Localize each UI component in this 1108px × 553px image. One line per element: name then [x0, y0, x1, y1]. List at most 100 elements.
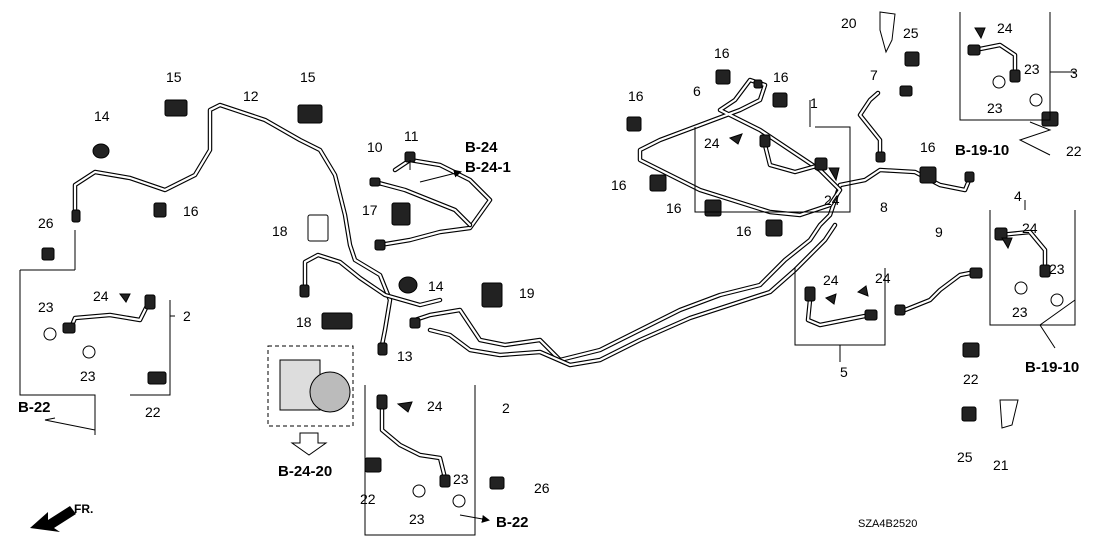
block-17 [391, 202, 411, 226]
callout-24c: 24 [824, 192, 840, 208]
callout-18a: 18 [272, 223, 288, 239]
callout-21: 21 [993, 457, 1009, 473]
ref-b22-bottom: B-22 [496, 514, 529, 531]
clip-24h [396, 401, 413, 413]
callout-10: 10 [367, 139, 383, 155]
washer-23d [1029, 93, 1043, 107]
callout-23e: 23 [1012, 304, 1028, 320]
grommet-14b [398, 276, 418, 294]
callout-15a: 15 [166, 69, 182, 85]
callout-24f: 24 [823, 272, 839, 288]
clip-24a [119, 293, 131, 303]
callout-17: 17 [362, 202, 378, 218]
callout-22a: 22 [145, 404, 161, 420]
callout-25a: 25 [903, 25, 919, 41]
clip-16a [153, 202, 167, 218]
callout-14b: 14 [428, 278, 444, 294]
washer-23f [1050, 293, 1064, 307]
clamp-15a [164, 99, 188, 117]
ref-b24: B-24 [465, 139, 498, 156]
washer-23b [82, 345, 96, 359]
callout-26a: 26 [38, 215, 54, 231]
clip-16g [765, 219, 783, 237]
callout-1: 1 [810, 95, 818, 111]
clip-24d [974, 27, 986, 40]
bolt-25b [961, 406, 977, 422]
callout-16a: 16 [183, 203, 199, 219]
callout-23f: 23 [1049, 261, 1065, 277]
clip-24c [828, 167, 840, 182]
block-18a [307, 214, 329, 242]
washer-23c [992, 75, 1006, 89]
bolt-26b [489, 476, 505, 490]
clamps-and-hardware [41, 11, 1064, 508]
callout-16b: 16 [628, 88, 644, 104]
block-18b [321, 312, 353, 330]
callout-22d: 22 [360, 491, 376, 507]
callout-16c: 16 [714, 45, 730, 61]
abs-modulator [267, 345, 354, 456]
callout-23g: 23 [409, 511, 425, 527]
callout-2b: 2 [502, 400, 510, 416]
brake-hoses [67, 42, 1048, 481]
callout-16g: 16 [736, 223, 752, 239]
callout-23h: 23 [453, 471, 469, 487]
washer-23g [412, 484, 426, 498]
clip-16b [626, 116, 642, 132]
bolt-22d [364, 457, 382, 473]
front-arrow-icon [30, 506, 76, 532]
clamp-15b [297, 104, 323, 124]
ref-b19-10-top: B-19-10 [955, 142, 1009, 159]
ref-b22-left: B-22 [18, 399, 51, 416]
callout-24e: 24 [1022, 220, 1038, 236]
block-19 [481, 282, 503, 308]
callout-5: 5 [840, 364, 848, 380]
grommet-14a [92, 143, 110, 159]
bracket-20 [879, 11, 896, 54]
clip-24f [824, 293, 837, 305]
callout-22c: 22 [963, 371, 979, 387]
callout-6: 6 [693, 83, 701, 99]
bolt-22a [147, 371, 167, 385]
references: B-24 B-24-1 B-19-10 B-19-10 B-22 B-22 B-… [18, 139, 1079, 531]
ref-b24-20: B-24-20 [278, 463, 332, 480]
callout-12: 12 [243, 88, 259, 104]
callout-23b: 23 [80, 368, 96, 384]
bolt-25a [904, 51, 920, 67]
callout-2a: 2 [183, 308, 191, 324]
clip-24e [1001, 237, 1013, 250]
bolt-22c [962, 342, 980, 358]
washer-23e [1014, 281, 1028, 295]
washer-23a [43, 327, 57, 341]
callout-11: 11 [404, 128, 419, 144]
callout-16h: 16 [920, 139, 936, 155]
clip-16f [704, 199, 722, 217]
callout-14a: 14 [94, 108, 110, 124]
callout-25b: 25 [957, 449, 973, 465]
callout-13: 13 [397, 348, 413, 364]
clip-24g [856, 285, 869, 297]
callout-3: 3 [1070, 65, 1078, 81]
callout-16d: 16 [773, 69, 789, 85]
group-boxes [19, 12, 1076, 536]
callouts: 1 2 2 3 4 5 6 7 8 9 10 11 12 13 14 14 15… [38, 15, 1082, 527]
callout-23c: 23 [987, 100, 1003, 116]
callout-16e: 16 [611, 177, 627, 193]
callout-8: 8 [880, 199, 888, 215]
clip-16e [649, 174, 667, 192]
reference-arrows [44, 121, 1076, 523]
callout-18b: 18 [296, 314, 312, 330]
callout-24g: 24 [875, 270, 891, 286]
callout-26b: 26 [534, 480, 550, 496]
callout-22b: 22 [1066, 143, 1082, 159]
callout-16f: 16 [666, 200, 682, 216]
bracket-21 [999, 399, 1019, 429]
clip-24b [728, 133, 743, 145]
brake-pipes [72, 77, 978, 368]
callout-9: 9 [935, 224, 943, 240]
clip-16c [715, 69, 731, 85]
diagram-code: SZA4B2520 [858, 518, 917, 530]
callout-15b: 15 [300, 69, 316, 85]
